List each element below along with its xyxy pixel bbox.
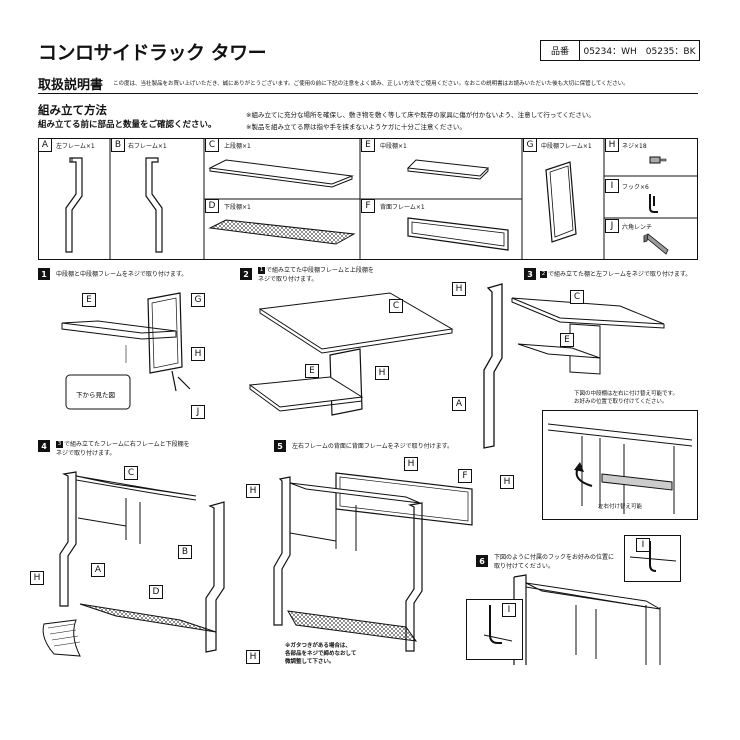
top-shelf-drawing — [208, 159, 354, 188]
label-h-4c: H — [246, 650, 260, 664]
part-letter-c: C — [205, 138, 219, 152]
manual-note: この度は、当社製品をお買い上げいただき、誠にありがとうございます。ご使用の前に下… — [113, 81, 629, 87]
step-4-diagram — [42, 471, 225, 657]
part-name-a: 左フレーム×1 — [56, 143, 95, 150]
model-value: 05234：WH 05235：BK — [583, 47, 696, 57]
right-frame-drawing — [145, 157, 163, 253]
step-3-callout: 下図の中段棚は左右に付け替え可能です。お好みの位置で取り付けてください。 — [574, 391, 678, 405]
back-frame-drawing — [407, 217, 509, 251]
step-3-diagram — [483, 283, 665, 449]
part-name-c: 上段棚×1 — [224, 143, 251, 150]
part-name-f: 背面フレーム×1 — [380, 204, 425, 211]
label-j-1: J — [191, 405, 205, 419]
middle-frame-drawing — [545, 161, 577, 243]
label-c-4: C — [124, 466, 138, 480]
step-3-detail-label: 左右付け替え可能 — [598, 504, 643, 510]
label-h-5a: H — [404, 457, 418, 471]
hook-icon — [649, 194, 658, 213]
step-3-detail — [542, 410, 698, 520]
label-a-3: A — [452, 397, 466, 411]
step-1-callout: 下から見た図 — [76, 391, 115, 399]
step-6-text: 下図のように付属のフックをお好みの位置に取り付けてください。 — [494, 554, 615, 570]
product-title: コンロサイドラック タワー — [38, 42, 267, 64]
label-i-6b: I — [502, 603, 516, 617]
label-e-3: E — [560, 333, 574, 347]
label-e-2: E — [305, 364, 319, 378]
assembly-subtitle: 組み立てる前に部品と数量をご確認ください。 — [38, 120, 217, 130]
parts-table: A 左フレーム×1 B 右フレーム×1 C 上段棚×1 D 下段棚×1 E 中段… — [38, 138, 698, 260]
step-6-number: 6 — [476, 555, 488, 567]
middle-shelf-drawing — [406, 159, 490, 180]
model-number-box: 品番 05234：WH 05235：BK — [540, 40, 700, 61]
assembly-notes: ※組み立てに充分な場所を確保し、敷き物を敷く等して床や既存の家具に傷が付かないよ… — [246, 109, 595, 133]
label-a-4: A — [91, 563, 105, 577]
label-c-2: C — [389, 299, 403, 313]
step-2-number: 2 — [240, 268, 252, 280]
label-h-3: H — [452, 282, 466, 296]
left-frame-drawing — [65, 157, 83, 253]
part-letter-h: H — [605, 138, 619, 152]
manual-title: 取扱説明書 — [38, 78, 104, 93]
step-5-number: 5 — [274, 440, 286, 452]
label-b-4: B — [178, 545, 192, 559]
label-h-2: H — [375, 366, 389, 380]
part-letter-i: I — [605, 179, 619, 193]
step-2-diagram — [248, 292, 454, 416]
part-name-e: 中段棚×1 — [380, 143, 407, 150]
label-c-3: C — [570, 290, 584, 304]
label-h-1: H — [191, 347, 205, 361]
label-d-4: D — [149, 585, 163, 599]
screw-icon — [649, 156, 667, 164]
label-h-4b: H — [30, 571, 44, 585]
part-name-b: 右フレーム×1 — [128, 143, 167, 150]
hex-wrench-icon — [643, 233, 669, 255]
part-name-h: ネジ×18 — [622, 143, 647, 150]
step-1-diagram: 下から見た図 — [61, 292, 191, 410]
step-6-diagram — [466, 535, 681, 665]
part-name-j: 六角レンチ — [622, 224, 653, 231]
step-5-diagram — [273, 472, 473, 652]
part-letter-e: E — [361, 138, 375, 152]
step-5-text: 左右フレームの背面に背面フレームをネジで取り付けます。 — [292, 443, 454, 450]
part-name-g: 中段棚フレーム×1 — [541, 143, 592, 150]
label-e-1: E — [82, 293, 96, 307]
step-5-warning: ※ガタつきがある場合は、各部品をネジで締めなおして微調整して下さい。 — [285, 643, 357, 665]
header-divider — [38, 93, 698, 94]
step-3-number: 3 — [524, 268, 536, 280]
bottom-shelf-drawing — [208, 219, 356, 245]
step-4-number: 4 — [38, 440, 50, 452]
part-name-i: フック×6 — [622, 184, 649, 191]
part-letter-d: D — [205, 199, 219, 213]
part-letter-f: F — [361, 199, 375, 213]
assembly-note-1: ※組み立てに充分な場所を確保し、敷き物を敷く等して床や既存の家具に傷が付かないよ… — [246, 111, 595, 119]
part-letter-b: B — [111, 138, 125, 152]
label-h-4a: H — [246, 484, 260, 498]
label-g-1: G — [191, 293, 205, 307]
model-label: 品番 — [541, 41, 580, 60]
part-letter-a: A — [38, 138, 52, 152]
step-1-number: 1 — [38, 268, 50, 280]
part-letter-g: G — [523, 138, 537, 152]
label-h-5b: H — [500, 475, 514, 489]
label-i-6a: I — [636, 538, 650, 552]
assembly-note-2: ※製品を組み立てる際は指や手を挟まないようケガに十分ご注意ください。 — [246, 123, 466, 131]
part-name-d: 下段棚×1 — [224, 204, 251, 211]
label-f-5: F — [458, 469, 472, 483]
part-letter-j: J — [605, 219, 619, 233]
step-1-text: 中段棚と中段棚フレームをネジで取り付けます。 — [56, 271, 188, 278]
assembly-title: 組み立て方法 — [38, 103, 107, 117]
